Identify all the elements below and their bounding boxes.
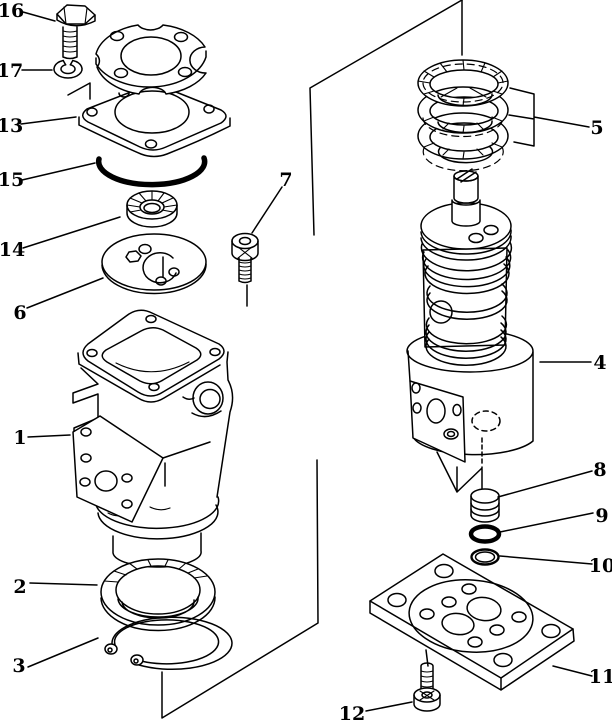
callout-13: 13 bbox=[0, 115, 23, 137]
callout-leader-lines bbox=[20, 11, 594, 712]
part-17-lock-washer bbox=[53, 59, 91, 100]
round-cover bbox=[95, 24, 207, 95]
part-4-spool-assembly bbox=[406, 168, 534, 493]
callout-1: 1 bbox=[13, 427, 26, 449]
callout-4: 4 bbox=[593, 352, 606, 374]
callout-14: 14 bbox=[0, 239, 25, 261]
callout-7: 7 bbox=[279, 169, 292, 191]
callout-11: 11 bbox=[589, 666, 612, 688]
callout-8: 8 bbox=[593, 459, 606, 481]
part-16-hex-bolt bbox=[56, 4, 96, 60]
part-10-o-ring bbox=[470, 548, 500, 566]
assembly-axis-lines bbox=[161, 0, 463, 719]
callout-10: 10 bbox=[589, 555, 612, 577]
callout-5: 5 bbox=[590, 117, 603, 139]
callout-3: 3 bbox=[12, 655, 25, 677]
part-1-valve-body bbox=[72, 309, 234, 568]
part-6-friction-disc bbox=[101, 233, 207, 295]
part-9-o-ring bbox=[468, 524, 502, 544]
part-15-o-ring bbox=[95, 155, 208, 188]
part-14-bushing bbox=[126, 190, 178, 228]
part-8-plug bbox=[470, 488, 500, 523]
part-11-valve-plate bbox=[369, 553, 575, 691]
callout-2: 2 bbox=[13, 576, 26, 598]
part-5-spring-coil bbox=[417, 59, 509, 172]
callout-17: 17 bbox=[0, 60, 23, 82]
part-12-socket-bolt bbox=[413, 649, 441, 712]
callout-12: 12 bbox=[339, 703, 365, 722]
callout-6: 6 bbox=[13, 302, 26, 324]
part-13-flange-plate bbox=[78, 84, 231, 158]
callout-16: 16 bbox=[0, 0, 24, 22]
callout-9: 9 bbox=[595, 505, 608, 527]
callout-15: 15 bbox=[0, 169, 24, 191]
part-7-socket-bolt bbox=[231, 232, 259, 307]
part-3-snap-ring bbox=[104, 616, 233, 670]
